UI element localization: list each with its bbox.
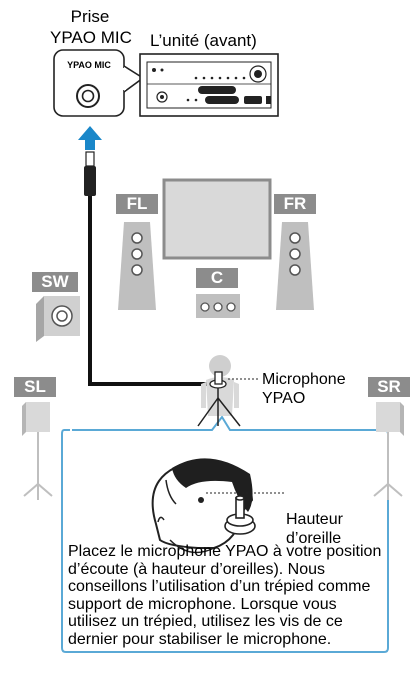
mic-cable (88, 196, 216, 386)
speaker-fl-label: FL (126, 194, 148, 213)
ear-label-line2: d’oreille (286, 530, 342, 547)
speaker-sl (14, 377, 56, 500)
ear-height-label: Hauteur d’oreille (286, 510, 343, 548)
speaker-c (196, 268, 240, 318)
mic-plug (84, 151, 96, 196)
mic-on-tripod (197, 371, 241, 427)
speaker-sw-label: SW (41, 272, 69, 291)
speaker-c-label: C (210, 268, 224, 287)
jack-title-line1: Prise (70, 7, 110, 26)
placement-note: Placez le microphone YPAO à votre positi… (68, 543, 382, 648)
unit-title: L’unité (avant) (150, 31, 257, 50)
receiver-unit (139, 53, 279, 117)
speaker-sr-label: SR (377, 377, 401, 396)
speaker-sl-label: SL (24, 377, 46, 396)
jack-title: Prise YPAO MIC (50, 6, 132, 48)
mic-label: Microphone YPAO (262, 370, 346, 408)
mic-label-line1: Microphone (262, 371, 346, 388)
jack-title-line2: YPAO MIC (50, 28, 132, 47)
mic-label-line2: YPAO (262, 390, 306, 407)
tv-screen (162, 178, 272, 260)
jack-panel-label: YPAO MIC (67, 60, 111, 70)
speaker-sw (32, 272, 80, 342)
speaker-fl (116, 194, 158, 310)
ear-label-line1: Hauteur (286, 511, 343, 528)
closeup-mic (224, 495, 256, 535)
speaker-fr-label: FR (283, 194, 307, 213)
speaker-fr (274, 194, 316, 310)
connect-arrow (78, 126, 102, 150)
speaker-sr (368, 377, 410, 500)
